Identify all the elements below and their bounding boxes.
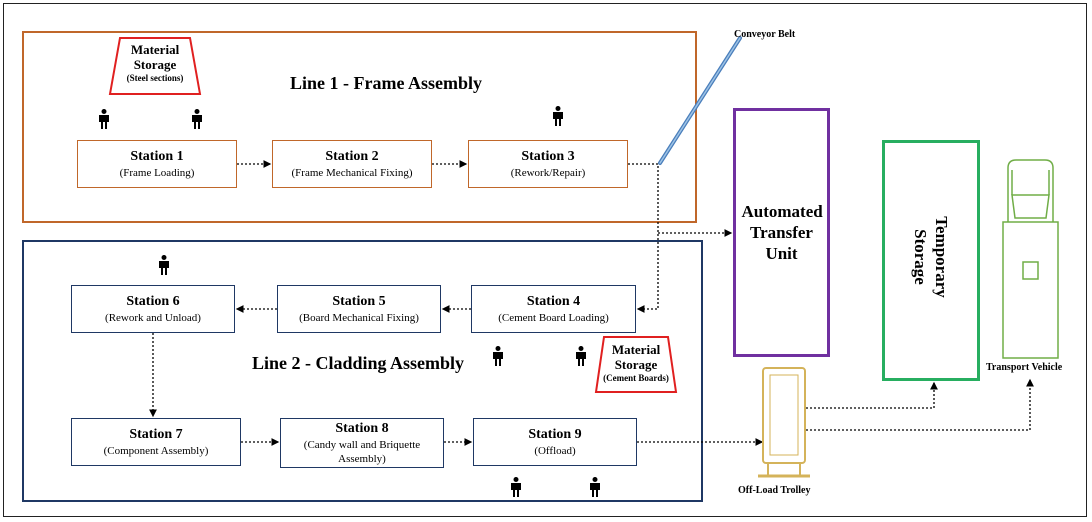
material-storage-subtitle: (Steel sections) <box>126 73 184 83</box>
automated-transfer-unit: Automated Transfer Unit <box>733 108 830 357</box>
atu-label: Automated Transfer Unit <box>741 202 823 263</box>
material-storage-title: Material Storage <box>611 342 661 372</box>
station-title: Station 6 <box>126 294 180 309</box>
material-storage-2: Material Storage (Cement Boards) <box>596 342 676 384</box>
transport-vehicle-shape <box>1002 159 1059 359</box>
station-7: Station 7 (Component Assembly) <box>71 418 241 466</box>
station-subtitle: (Component Assembly) <box>103 445 209 457</box>
conveyor-belt-label: Conveyor Belt <box>734 29 796 40</box>
station-title: Station 7 <box>129 427 183 442</box>
station-subtitle: (Frame Mechanical Fixing) <box>291 167 413 179</box>
worker-icon <box>511 477 521 497</box>
station-subtitle: (Rework/Repair) <box>510 167 586 179</box>
line1-area <box>22 31 697 223</box>
arrow-trolley-vehicle <box>806 378 1034 431</box>
off-load-trolley-shape <box>758 367 810 478</box>
station-title: Station 1 <box>130 149 184 164</box>
station-title: Station 3 <box>521 149 575 164</box>
line1-title: Line 1 - Frame Assembly <box>290 73 482 93</box>
worker-icon <box>576 346 586 366</box>
arrow-s3-s4 <box>628 163 659 313</box>
station-3: Station 3 (Rework/Repair) <box>468 140 628 188</box>
material-storage-1-shape <box>108 37 202 95</box>
material-storage-title: Material Storage <box>130 42 180 72</box>
line2-area <box>22 240 703 502</box>
transport-vehicle-label: Transport Vehicle <box>986 362 1063 373</box>
line2-title: Line 2 - Cladding Assembly <box>252 353 465 373</box>
station-title: Station 5 <box>332 294 386 309</box>
temporary-storage <box>882 140 980 381</box>
worker-icon <box>99 109 109 129</box>
station-8: Station 8 (Candy wall and Briquette Asse… <box>280 418 444 468</box>
station-1: Station 1 (Frame Loading) <box>77 140 237 188</box>
worker-icon <box>590 477 600 497</box>
station-6: Station 6 (Rework and Unload) <box>71 285 235 333</box>
worker-icon <box>553 106 563 126</box>
station-subtitle: (Frame Loading) <box>119 167 195 179</box>
worker-icon <box>493 346 503 366</box>
temporary-storage-label: Temporary Storage <box>911 216 951 298</box>
material-storage-2-shape <box>594 336 678 393</box>
station-2: Station 2 (Frame Mechanical Fixing) <box>272 140 432 188</box>
station-title: Station 9 <box>528 427 582 442</box>
station-4: Station 4 (Cement Board Loading) <box>471 285 636 333</box>
diagram-frame <box>3 3 1087 517</box>
station-subtitle: (Board Mechanical Fixing) <box>299 312 419 324</box>
station-subtitle: (Cement Board Loading) <box>498 312 609 324</box>
worker-icon <box>159 255 169 275</box>
station-title: Station 2 <box>325 149 379 164</box>
material-storage-1: Material Storage (Steel sections) <box>110 42 200 84</box>
worker-icon <box>192 109 202 129</box>
station-subtitle: (Candy wall and Briquette Assembly) <box>303 439 421 465</box>
station-9: Station 9 (Offload) <box>473 418 637 466</box>
station-5: Station 5 (Board Mechanical Fixing) <box>277 285 441 333</box>
station-title: Station 8 <box>335 421 389 436</box>
arrow-trolley-temp <box>806 381 938 409</box>
material-storage-subtitle: (Cement Boards) <box>603 373 669 383</box>
station-subtitle: (Offload) <box>534 445 576 457</box>
station-subtitle: (Rework and Unload) <box>105 312 201 324</box>
off-load-trolley-label: Off-Load Trolley <box>738 485 811 496</box>
station-title: Station 4 <box>526 294 581 309</box>
